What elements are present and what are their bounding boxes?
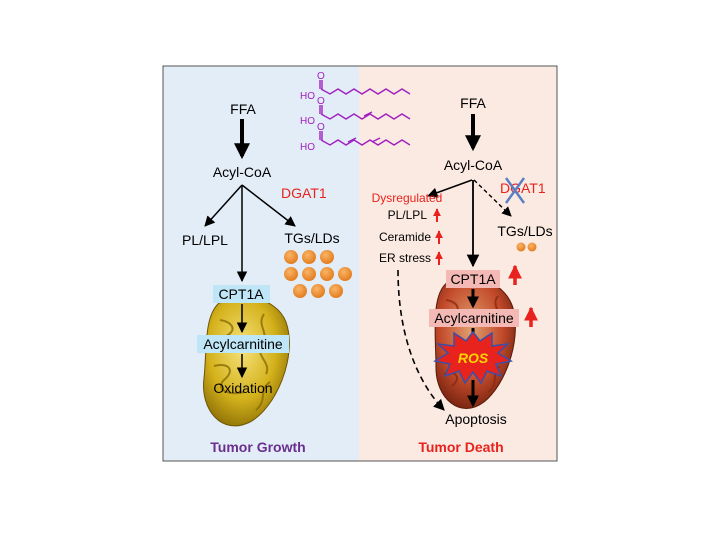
right-tgs-lds-label: TGs/LDs	[497, 223, 552, 239]
er-stress-to-apoptosis-dashed-arrow	[397, 269, 445, 411]
figure-border	[162, 65, 558, 462]
right-dysregulated-label: Dysregulated	[372, 191, 443, 205]
left-mitochondrion	[203, 296, 290, 427]
left-acylcarnitine-label: Acylcarnitine	[203, 336, 283, 352]
left-pl-lpl-label: PL/LPL	[182, 232, 228, 248]
fa2-oxygen-label: O	[317, 96, 325, 107]
left-arrow-to-tgs	[241, 184, 296, 227]
fa1-ho-label: HO	[300, 91, 315, 102]
right-dashed-arrow-to-tgs	[473, 179, 512, 217]
right-er-stress-label: ER stress	[379, 251, 431, 265]
right-ffa-label: FFA	[460, 95, 486, 111]
fa3-oxygen-label: O	[317, 122, 325, 133]
right-apoptosis-label: Apoptosis	[445, 411, 506, 427]
ros-burst-icon	[432, 330, 514, 385]
right-footer-tumor-death: Tumor Death	[418, 439, 503, 455]
lipid-droplet	[329, 284, 343, 298]
right-acyl-coa-label: Acyl-CoA	[444, 157, 503, 173]
right-pl-lpl-label: PL/LPL	[388, 208, 428, 222]
right-cpt1a-box	[446, 270, 500, 288]
lipid-droplet	[284, 250, 298, 264]
fa1-oxygen-label: O	[317, 71, 325, 82]
lipid-droplet	[302, 267, 316, 281]
left-ffa-label: FFA	[230, 101, 256, 117]
right-cpt1a-label: CPT1A	[450, 271, 496, 287]
right-ceramide-label: Ceramide	[379, 230, 431, 244]
right-arrow-to-dysregulated	[427, 179, 473, 198]
right-lipid-droplets	[516, 242, 537, 252]
left-tgs-lds-label: TGs/LDs	[284, 230, 339, 246]
lipid-droplet	[302, 250, 316, 264]
left-lipid-droplets	[284, 250, 352, 298]
lipid-droplet	[338, 267, 352, 281]
right-ros-label: ROS	[458, 350, 489, 366]
left-cpt1a-label: CPT1A	[218, 286, 264, 302]
lipid-droplet	[311, 284, 325, 298]
fa2-ho-label: HO	[300, 116, 315, 127]
lipid-droplet	[320, 267, 334, 281]
left-footer-tumor-growth: Tumor Growth	[210, 439, 305, 455]
right-acylcarnitine-label: Acylcarnitine	[434, 310, 514, 326]
left-cpt1a-box	[213, 285, 270, 303]
lipid-droplet	[293, 284, 307, 298]
left-oxidation-label: Oxidation	[213, 380, 272, 396]
left-acylcarnitine-box	[197, 335, 289, 353]
fa3-ho-label: HO	[300, 142, 315, 153]
lipid-droplet	[320, 250, 334, 264]
right-acylcarnitine-box	[429, 309, 519, 327]
lipid-droplet	[284, 267, 298, 281]
dgat1-inhibition-cross-icon	[504, 177, 526, 204]
right-dgat1-label: DGAT1	[500, 180, 546, 196]
fatty-acid-structures	[319, 80, 411, 146]
left-arrow-to-pl-lpl	[204, 184, 243, 227]
left-dgat1-label: DGAT1	[281, 185, 327, 201]
left-acyl-coa-label: Acyl-CoA	[213, 164, 272, 180]
lipid-droplet	[527, 242, 537, 252]
fatty-acid-atom-labels: O HO O HO O HO	[300, 71, 325, 153]
lipid-droplet	[516, 242, 526, 252]
